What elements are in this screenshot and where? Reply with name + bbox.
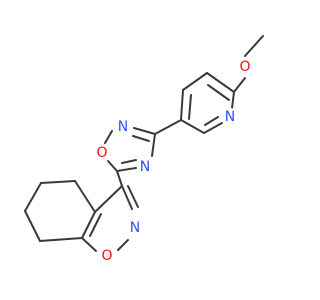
bond-oxd-c5-n4 (116, 167, 137, 172)
bond-pyr-c2-n (203, 122, 223, 134)
atom-label: O (96, 145, 107, 161)
bond-oxd-c3-n2-inner (132, 135, 150, 142)
bond-pyr-c6-c5 (206, 72, 235, 93)
bond-pyr-c5-c4 (182, 72, 208, 91)
bond-o-pyridine (233, 77, 246, 93)
atom-label: O (101, 248, 112, 264)
bond-isx-c7a-c3a (81, 211, 96, 239)
bond-cy-c3a-c4 (74, 180, 96, 213)
atom-background (115, 118, 131, 134)
atom-background (137, 158, 153, 174)
atom-background (127, 219, 143, 235)
bonds (24, 35, 264, 252)
bond-pyr-c3-c2 (180, 119, 205, 134)
bond-pyr-c6-c5-inner (207, 84, 230, 101)
atom-label: N (140, 159, 150, 175)
atom-label: N (130, 220, 140, 236)
bond-pyr-c4-c3 (180, 89, 184, 121)
oxadiazole-top-nitrogen-atom: N (115, 118, 131, 135)
atom-background (99, 247, 115, 263)
oxadiazole-right-nitrogen-atom: N (137, 158, 153, 175)
bond-pyr-c4-c3-inner (188, 94, 192, 120)
bond-isx-o-c7a (81, 237, 97, 252)
atom-background (94, 144, 110, 160)
bond-isx-c3-n (121, 185, 133, 210)
atom-background (222, 108, 238, 124)
structure-diagram: O N N O N N (24, 35, 264, 264)
oxadiazole-oxygen-atom: O (94, 144, 110, 161)
bond-pyridine-oxadiazole (154, 119, 182, 135)
atom-label: O (239, 59, 250, 75)
isoxazole-oxygen-atom: O (99, 247, 115, 264)
bond-pyr-n-c6 (231, 91, 235, 109)
bond-cy-c7-c7a (39, 237, 83, 242)
bond-oxadiazole-isoxazole (116, 170, 123, 187)
pyridine-nitrogen-atom: N (222, 108, 238, 125)
bond-oxd-n2-o1 (104, 130, 113, 144)
bond-cy-c4-c5 (40, 180, 76, 184)
bond-oxd-c5-n4-inner (121, 159, 137, 164)
atom-background (237, 58, 253, 74)
molecule-canvas: O N N O N N (24, 35, 264, 264)
atom-label: N (118, 119, 128, 135)
bond-pyr-c2-n-inner (204, 116, 219, 126)
bond-methyl-o (244, 35, 264, 57)
bond-isx-n-o (117, 239, 129, 251)
bond-oxd-c3-n2 (133, 127, 156, 135)
isoxazole-nitrogen-atom: N (127, 219, 143, 236)
bond-isx-c3a-c3 (94, 185, 123, 213)
atom-labels: O N N O N N (94, 58, 253, 264)
atom-label: N (225, 109, 235, 125)
bond-oxd-o1-c5 (107, 160, 118, 172)
bond-isx-c7a-c3a-inner (89, 213, 102, 237)
bond-cy-c6-c7 (24, 210, 41, 242)
methoxy-oxygen-atom: O (237, 58, 253, 75)
bond-oxd-n4-c3 (151, 133, 156, 157)
bond-cy-c5-c6 (24, 182, 42, 212)
bond-isx-c3-n-inner (127, 185, 139, 208)
